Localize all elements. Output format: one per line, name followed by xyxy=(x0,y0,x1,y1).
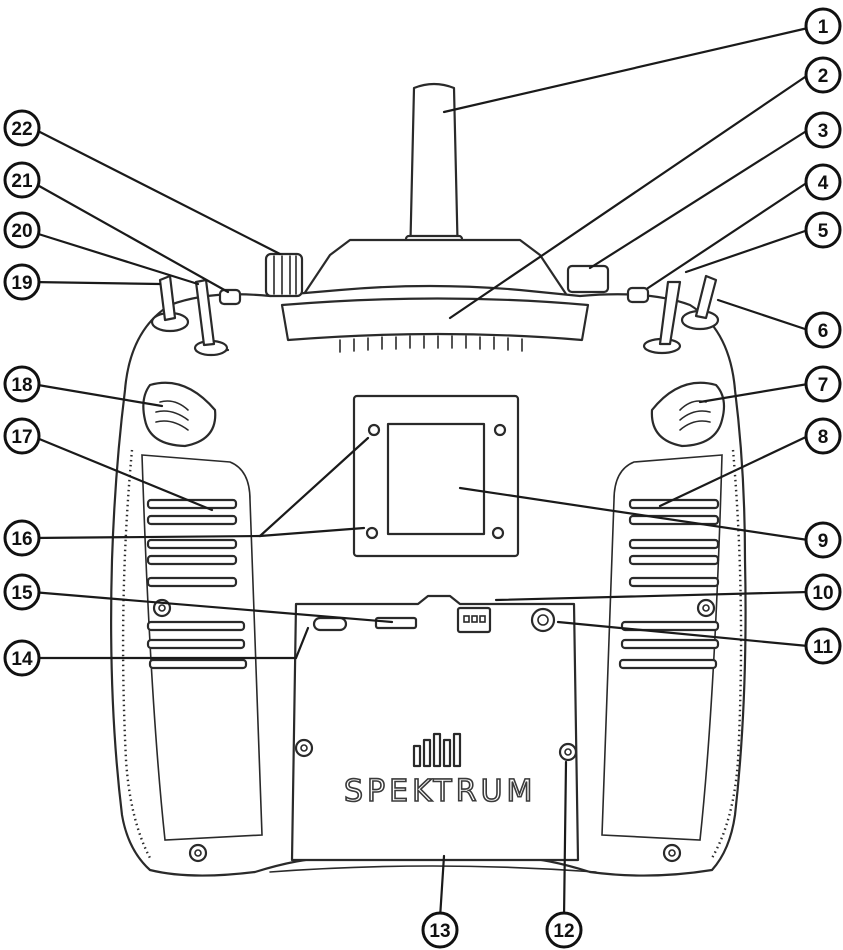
svg-text:1: 1 xyxy=(818,17,829,38)
svg-text:3: 3 xyxy=(818,121,829,142)
left-switch-outer xyxy=(150,274,190,333)
svg-text:17: 17 xyxy=(11,427,32,448)
svg-text:6: 6 xyxy=(818,321,829,342)
callout-10: 10 xyxy=(804,573,842,611)
svg-text:18: 18 xyxy=(11,375,32,396)
callout-9: 9 xyxy=(804,521,842,559)
right-switch-inner xyxy=(642,280,682,355)
svg-text:21: 21 xyxy=(11,171,33,192)
callout-12: 12 xyxy=(545,911,583,949)
bottom-port-panel xyxy=(290,594,580,862)
left-scroll-wheel xyxy=(142,381,217,448)
svg-text:2: 2 xyxy=(818,66,829,87)
callout-2: 2 xyxy=(804,56,842,94)
left-grip-panel xyxy=(141,454,263,841)
left-switch-inner xyxy=(193,278,230,357)
left-grip-vents xyxy=(146,498,248,670)
callout-5: 5 xyxy=(804,211,842,249)
callout-4: 4 xyxy=(804,163,842,201)
callout-16: 16 xyxy=(3,519,41,557)
svg-text:14: 14 xyxy=(11,649,33,670)
callout-8: 8 xyxy=(804,417,842,455)
svg-text:16: 16 xyxy=(11,529,32,550)
svg-text:13: 13 xyxy=(429,921,450,942)
right-scroll-wheel xyxy=(650,381,726,448)
right-top-switch xyxy=(566,264,610,294)
callout-19: 19 xyxy=(3,263,41,301)
brand-name: SPEKTRUM xyxy=(344,774,536,809)
right-grip-texture xyxy=(710,449,743,859)
display-screen xyxy=(352,394,520,558)
svg-text:9: 9 xyxy=(818,531,829,552)
callout-18: 18 xyxy=(3,365,41,403)
carry-handle xyxy=(280,297,590,353)
callout-22: 22 xyxy=(3,109,41,147)
leader-lines xyxy=(30,26,810,920)
svg-text:12: 12 xyxy=(553,921,574,942)
callout-6: 6 xyxy=(804,311,842,349)
left-grip-texture xyxy=(121,449,152,859)
cover-screws xyxy=(294,738,578,762)
svg-text:20: 20 xyxy=(11,221,32,242)
right-top-button xyxy=(626,286,650,304)
battery-cover-edge xyxy=(269,865,597,873)
transmitter-body xyxy=(110,284,747,877)
sd-card-slot xyxy=(374,616,418,630)
svg-text:15: 15 xyxy=(11,583,33,604)
callout-13: 13 xyxy=(421,911,459,949)
callout-21: 21 xyxy=(3,161,41,199)
svg-text:4: 4 xyxy=(818,173,829,194)
right-switch-outer xyxy=(680,274,720,331)
svg-text:7: 7 xyxy=(818,375,829,396)
callout-15: 15 xyxy=(3,573,41,611)
callout-17: 17 xyxy=(3,417,41,455)
left-top-button xyxy=(218,288,242,306)
usb-port xyxy=(312,616,348,632)
spektrum-logo-mark xyxy=(412,732,462,768)
callout-7: 7 xyxy=(804,365,842,403)
callout-11: 11 xyxy=(804,627,842,665)
callout-3: 3 xyxy=(804,111,842,149)
callout-20: 20 xyxy=(3,211,41,249)
svg-text:8: 8 xyxy=(818,427,829,448)
svg-text:10: 10 xyxy=(812,583,833,604)
svg-text:11: 11 xyxy=(813,637,834,658)
grip-screws xyxy=(152,598,716,863)
callout-1: 1 xyxy=(804,7,842,45)
audio-jack xyxy=(530,607,556,633)
serial-port xyxy=(456,606,492,634)
svg-text:22: 22 xyxy=(11,119,32,140)
right-grip-panel xyxy=(601,454,723,841)
svg-text:19: 19 xyxy=(11,273,32,294)
left-knob xyxy=(264,252,304,298)
callout-14: 14 xyxy=(3,639,41,677)
svg-text:5: 5 xyxy=(818,221,829,242)
